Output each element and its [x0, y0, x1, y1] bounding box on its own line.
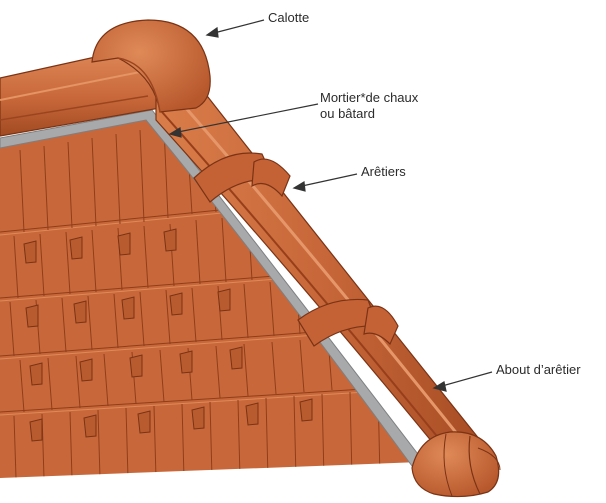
hip-end-label: About d’arêtier [496, 362, 581, 378]
hip-ridge-label: Arêtiers [361, 164, 406, 180]
mortar-label: Mortier*de chaux ou bâtard [320, 90, 418, 122]
mortar-label-line1: Mortier*de chaux [320, 90, 418, 106]
calotte-label: Calotte [268, 10, 309, 26]
hip-end-cap [412, 432, 500, 497]
mortar-label-line2: ou bâtard [320, 106, 418, 122]
